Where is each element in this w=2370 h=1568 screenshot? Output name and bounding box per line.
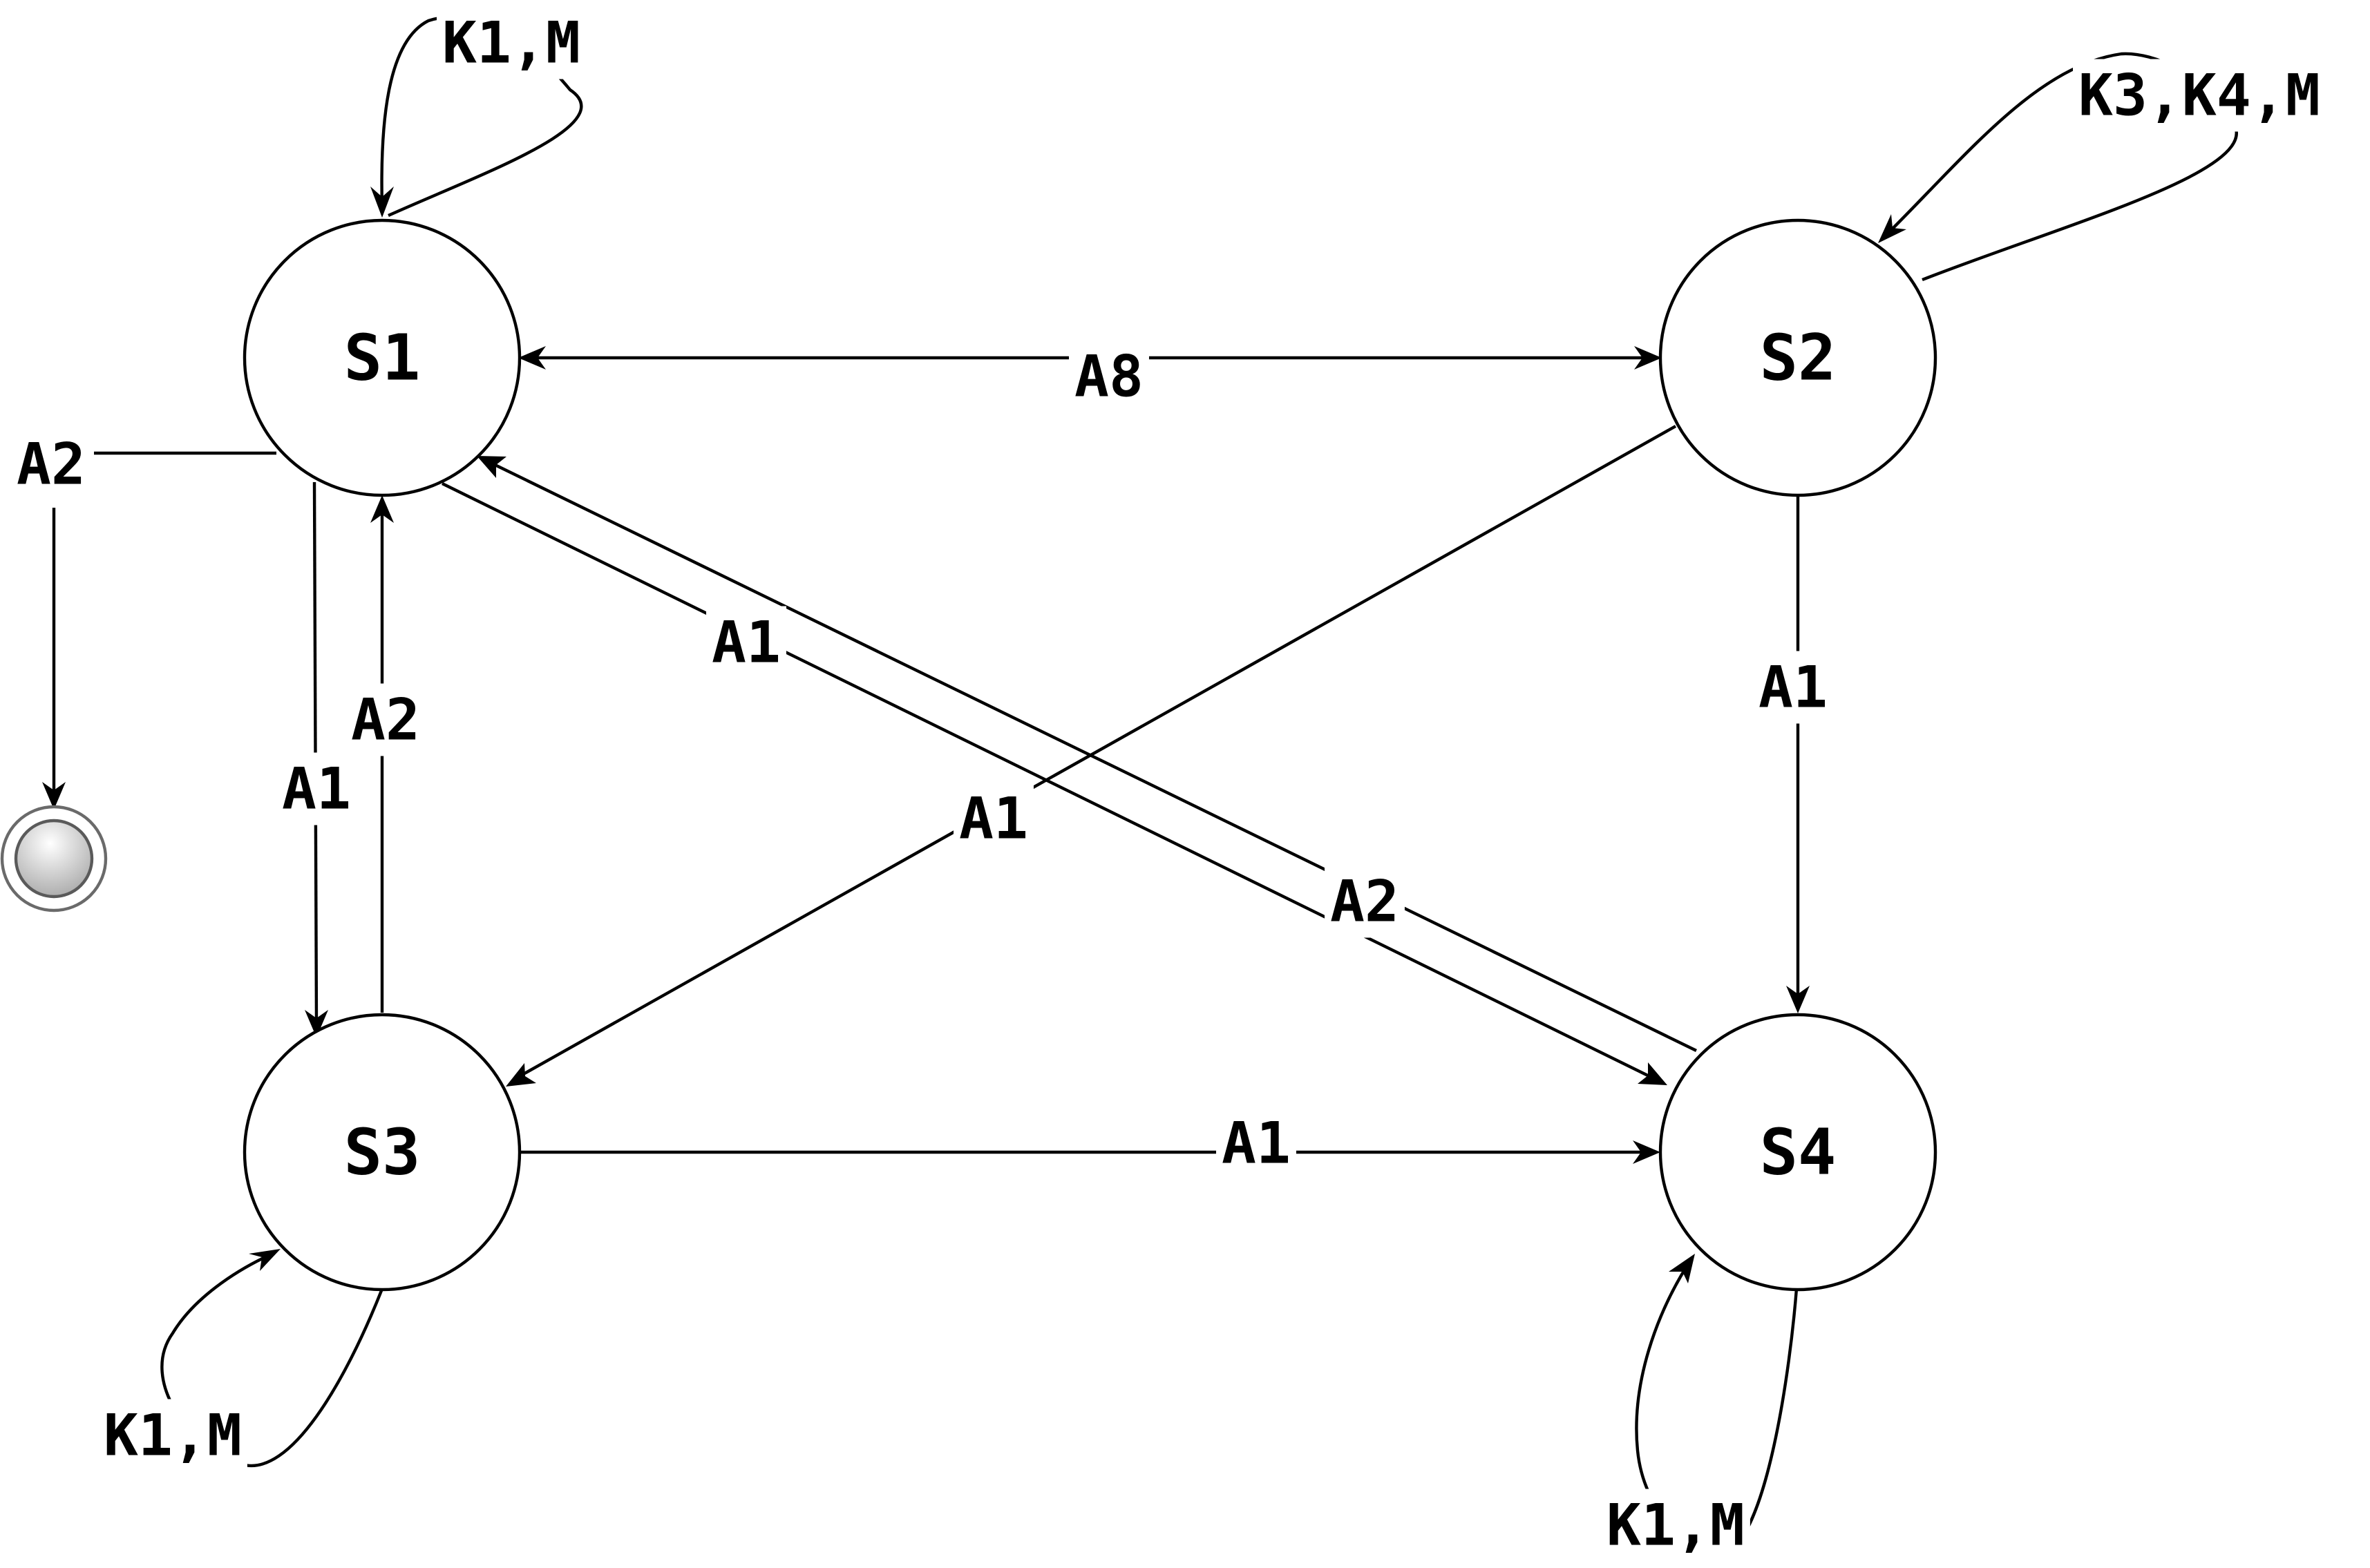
label-s4-self: K1,M xyxy=(1606,1492,1745,1559)
label-background xyxy=(2073,59,2326,132)
edge-s1-s4 xyxy=(442,482,1667,1085)
label-s1-self: K1,M xyxy=(442,10,580,77)
state-s2[interactable]: S2 xyxy=(1658,218,1937,497)
label-s3-s4: A1 xyxy=(1222,1110,1291,1177)
label-background xyxy=(1325,865,1405,938)
label-background xyxy=(98,1399,247,1472)
state-s1[interactable]: S1 xyxy=(243,218,522,497)
label-background xyxy=(1216,1107,1296,1180)
edge-s3-s1 xyxy=(370,495,394,1013)
label-s3-s1: A2 xyxy=(351,687,420,754)
label-s3-self: K1,M xyxy=(104,1402,242,1469)
state-s3[interactable]: S3 xyxy=(243,1013,522,1292)
label-s4-s1: A2 xyxy=(1330,868,1399,935)
edge-s4-s1 xyxy=(477,456,1697,1052)
label-background xyxy=(437,6,586,79)
label-s1-s2: A8 xyxy=(1074,343,1144,410)
label-background xyxy=(345,683,426,756)
label-background xyxy=(706,606,786,679)
label-s2-s3: A1 xyxy=(959,785,1028,852)
state-s4[interactable]: S4 xyxy=(1658,1013,1937,1292)
edge-s3-s4 xyxy=(520,1140,1660,1164)
label-background xyxy=(1069,340,1149,413)
label-s2-s4: A1 xyxy=(1758,654,1828,721)
label-background xyxy=(954,782,1034,855)
label-s1-s4: A1 xyxy=(712,609,781,676)
state-s1-label: S1 xyxy=(344,321,421,395)
final-state[interactable] xyxy=(0,805,108,912)
state-s2-label: S2 xyxy=(1760,321,1837,395)
edge-s2-s3 xyxy=(506,425,1677,1087)
edge-s2-s4 xyxy=(1786,494,1810,1013)
state-s3-label: S3 xyxy=(344,1116,421,1189)
label-s1-final: A2 xyxy=(17,431,86,498)
label-background xyxy=(1753,651,1833,724)
edge-s1-final xyxy=(42,451,276,810)
label-background xyxy=(11,428,91,501)
label-s2-self: K3,K4,M xyxy=(2078,62,2320,129)
label-s1-s3: A1 xyxy=(282,756,351,823)
label-background xyxy=(276,752,357,825)
state-s4-label: S4 xyxy=(1760,1116,1837,1189)
label-background xyxy=(1601,1489,1750,1562)
